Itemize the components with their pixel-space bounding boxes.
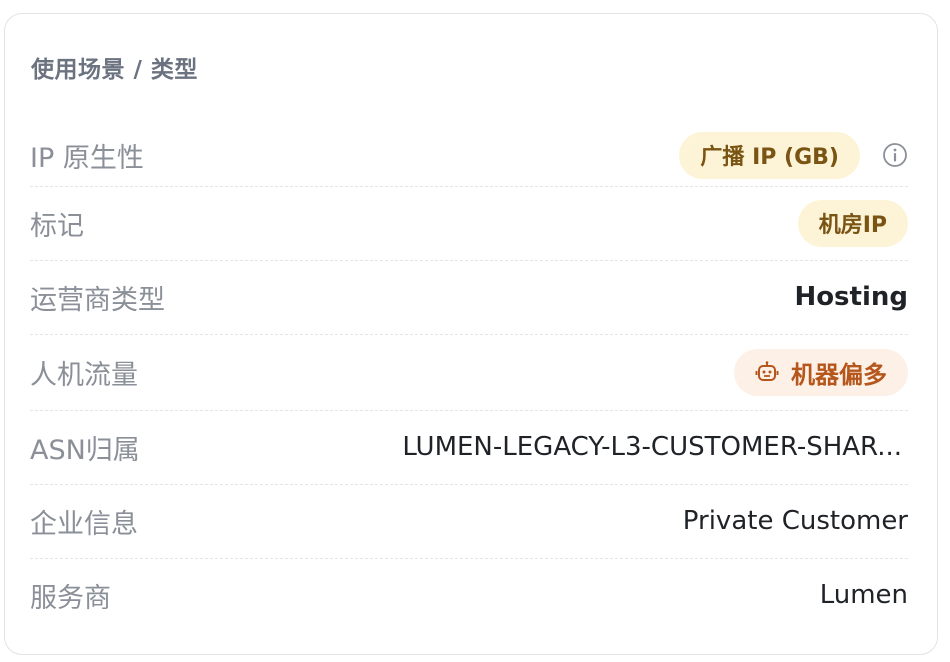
row-tag: 标记 机房IP — [30, 186, 908, 261]
tag-badge: 机房IP — [797, 199, 908, 247]
usage-type-card: 使用场景 / 类型 IP 原生性 广播 IP (GB) 标记 机房IP 运营商类… — [4, 13, 938, 655]
asn-value: LUMEN-LEGACY-L3-CUSTOMER-SHAR... — [402, 432, 902, 462]
asn-label: ASN归属 — [30, 434, 140, 466]
row-company: 企业信息 Private Customer — [30, 484, 908, 559]
section-title: 使用场景 / 类型 — [31, 57, 198, 83]
row-ip-nature: IP 原生性 广播 IP (GB) — [30, 124, 908, 187]
bot-traffic-badge: 机器偏多 — [734, 348, 908, 396]
bot-traffic-label: 人机流量 — [30, 359, 138, 391]
carrier-type-value: Hosting — [794, 282, 908, 312]
row-bot-traffic: 人机流量 机器偏多 — [30, 334, 908, 411]
row-provider: 服务商 Lumen — [30, 558, 908, 632]
bot-traffic-badge-text: 机器偏多 — [791, 360, 887, 389]
row-asn: ASN归属 LUMEN-LEGACY-L3-CUSTOMER-SHAR... — [30, 410, 908, 485]
robot-icon — [755, 360, 779, 384]
info-circle-icon[interactable] — [882, 142, 908, 168]
tag-label: 标记 — [30, 210, 84, 242]
ip-nature-label: IP 原生性 — [30, 142, 144, 174]
provider-value: Lumen — [819, 580, 908, 610]
ip-nature-badge: 广播 IP (GB) — [679, 131, 860, 179]
company-value: Private Customer — [682, 506, 908, 536]
carrier-type-label: 运营商类型 — [30, 284, 165, 316]
company-label: 企业信息 — [30, 508, 138, 540]
provider-label: 服务商 — [30, 582, 111, 614]
row-carrier-type: 运营商类型 Hosting — [30, 260, 908, 335]
